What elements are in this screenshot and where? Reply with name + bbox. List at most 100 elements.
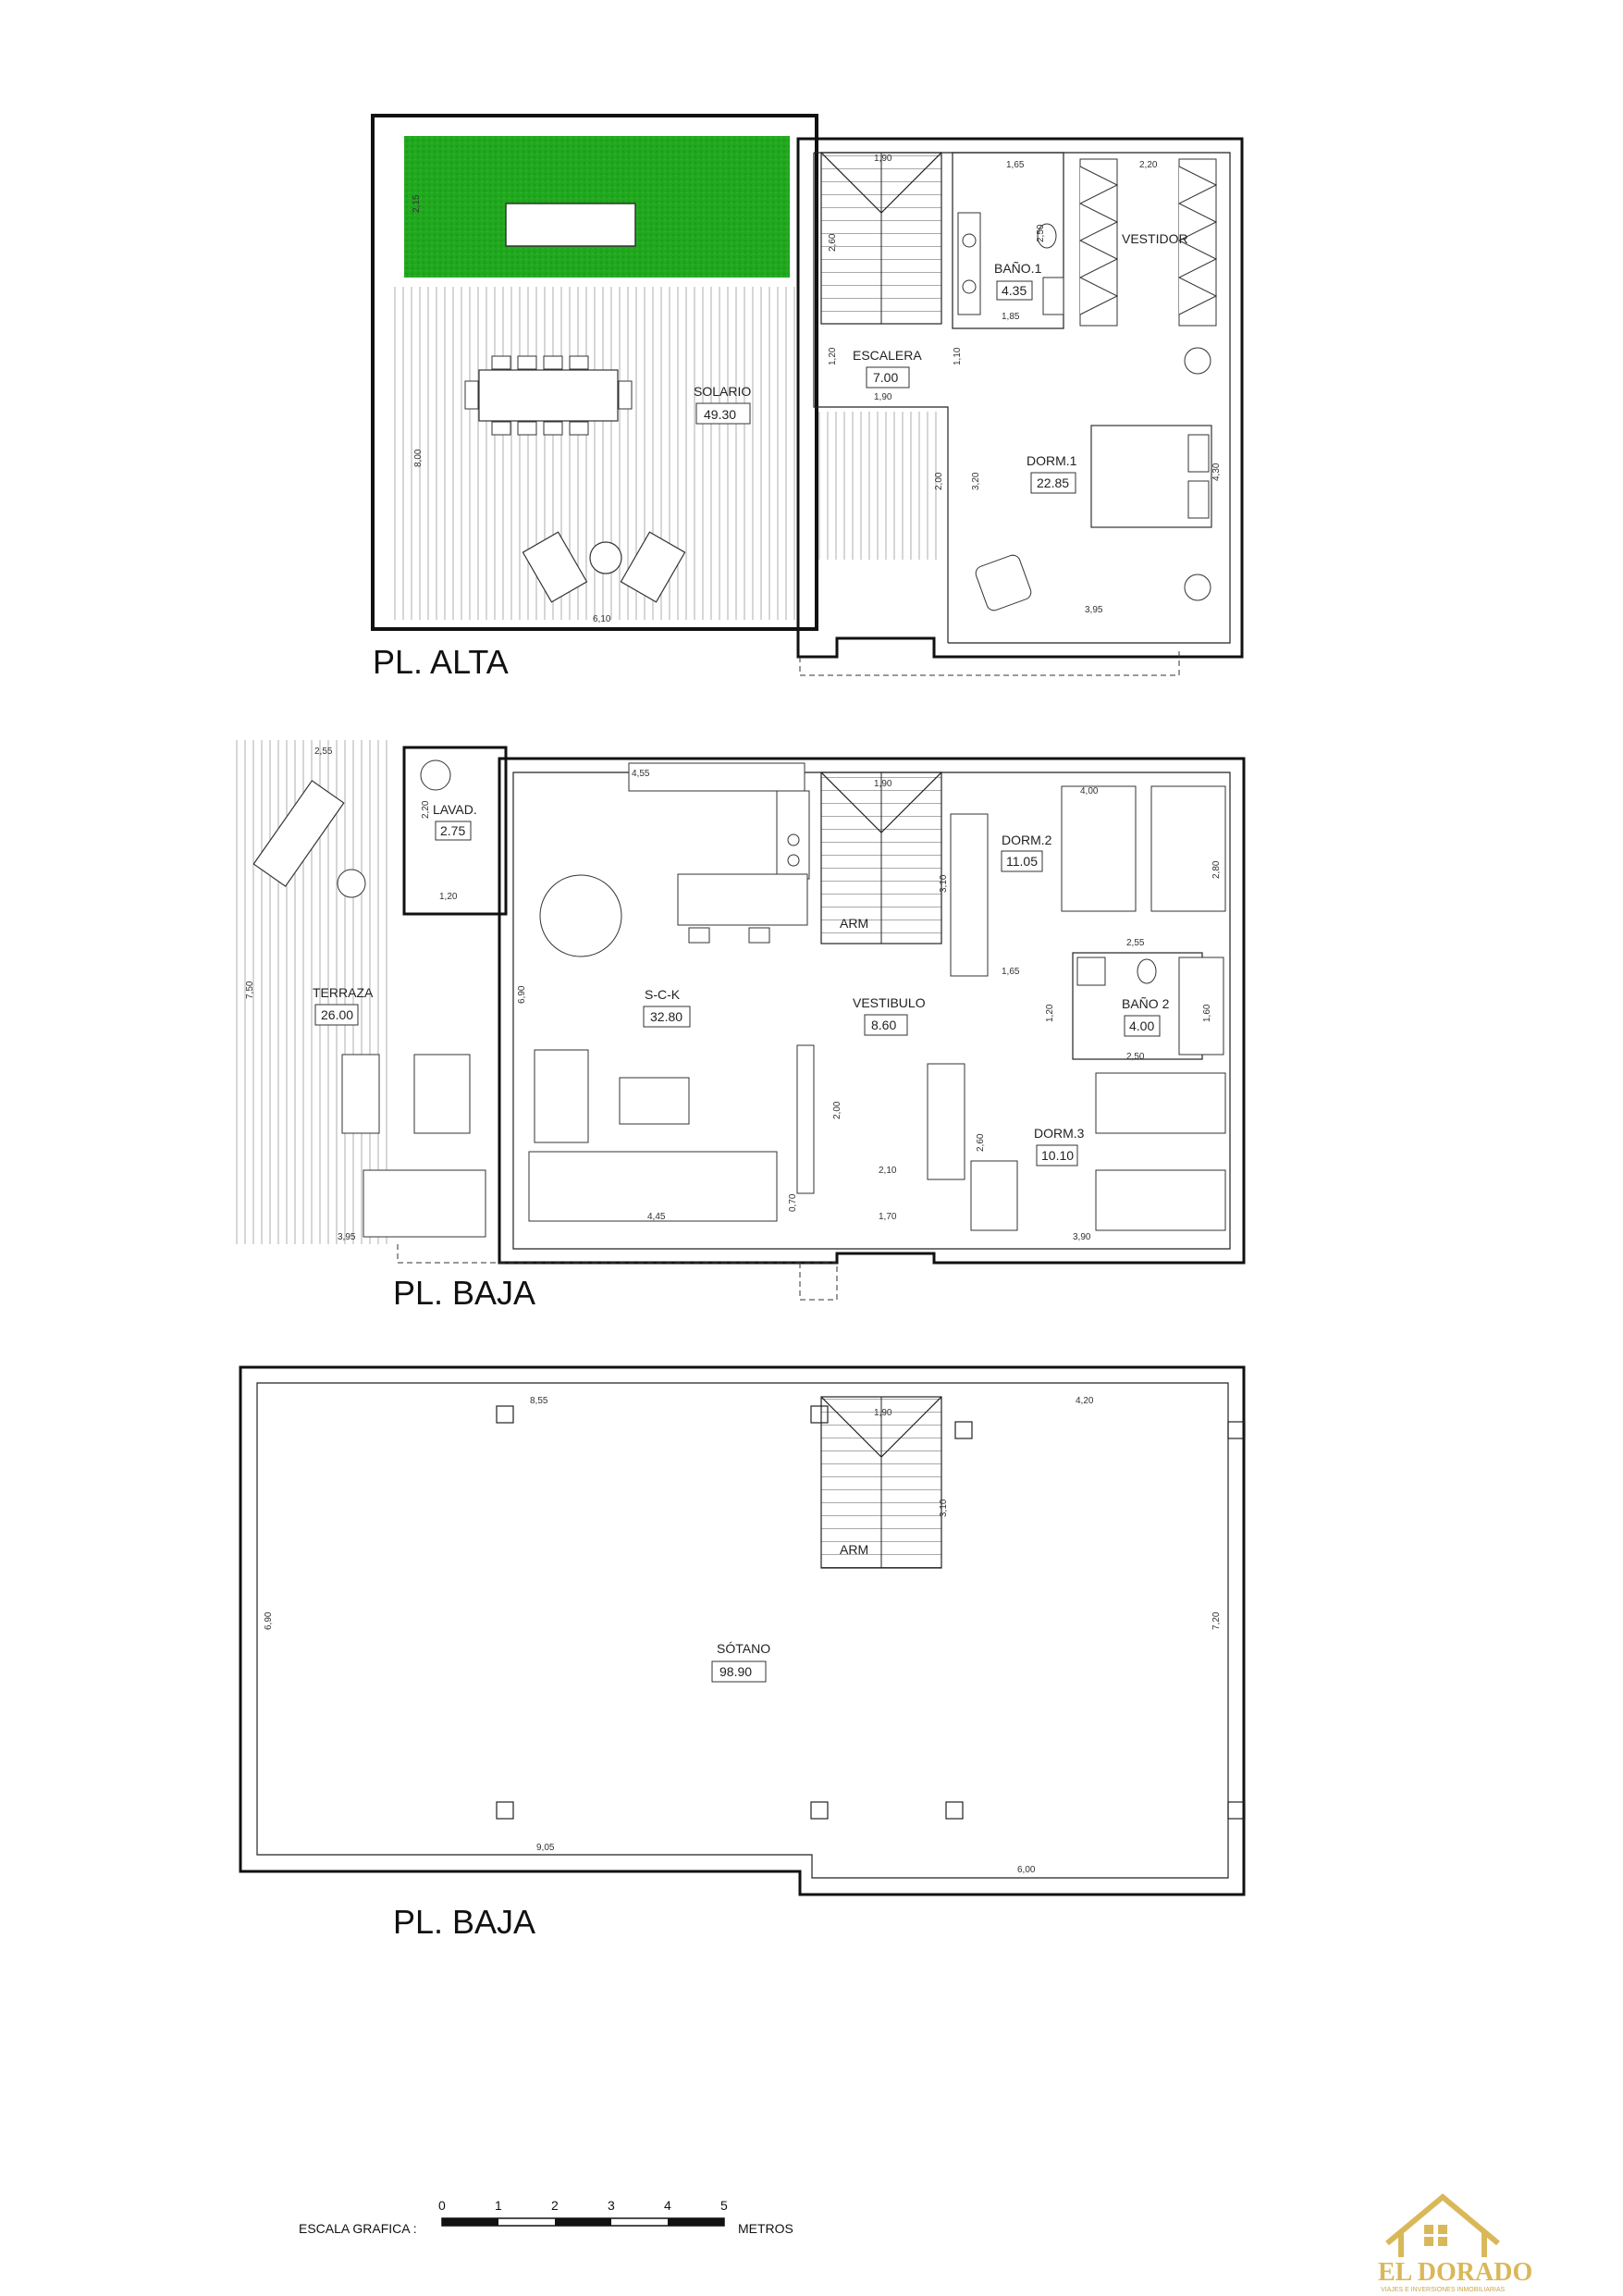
dorm1-area: 22.85 [1037,475,1069,490]
dim: 2,55 [1126,938,1145,948]
dim: 3,10 [939,1499,949,1517]
bano2-label: BAÑO 2 [1122,996,1170,1011]
dining-table [478,369,619,422]
armchair [975,554,1032,611]
bano2-area-box [1124,1015,1161,1037]
wardrobe-dorm3 [927,1063,965,1180]
dim: 4,45 [647,1212,666,1222]
alta-projection [799,648,1180,676]
terraza-area-box [314,1004,359,1026]
planter [505,203,636,247]
sck-area: 32.80 [650,1009,682,1024]
dim: 7,20 [1211,1611,1222,1630]
dim: 2,15 [412,194,422,213]
bano1-room [952,152,1064,329]
escalera-label: ESCALERA [853,348,922,363]
scale-tick-5: 5 [720,2198,728,2213]
dim: 2,50 [1126,1052,1145,1062]
dim: 1,20 [828,347,838,365]
vestibulo-area-box [864,1014,908,1036]
logo-name: EL DORADO [1378,2258,1532,2287]
kitchen-island [677,873,808,926]
dim: 6,00 [1017,1865,1036,1875]
armchair-sck [534,1049,589,1143]
plan-sotano: SÓTANO 98.90 ARM 8,55 1,90 4,20 3,10 6,9… [239,1365,1246,1941]
bano1-area-box [996,280,1033,301]
dim: 1,10 [953,347,963,365]
dorm3-label: DORM.3 [1034,1126,1085,1141]
el-dorado-logo: EL DORADO VIAJES E INVERSIONES INMOBILIA… [1378,2193,1532,2293]
dim: 1,85 [1002,312,1020,322]
solario-outline [371,114,818,631]
dim: 2,00 [934,472,944,490]
dim: 2,80 [1211,860,1222,879]
scale-label: ESCALA GRAFICA : [299,2221,417,2236]
lavad-area-box [435,821,472,841]
title-sotano: PL. BAJA [393,1903,535,1941]
alta-walls [796,137,1244,659]
dim: 6,90 [517,985,527,1004]
dorm3-area-box [1036,1144,1078,1167]
escalera-area: 7.00 [873,370,898,385]
solario-area-box [695,402,751,425]
sofa [528,1151,778,1222]
vestibulo-label: VESTIBULO [853,995,926,1010]
dim: 2,60 [976,1133,986,1152]
dim: 3,90 [1073,1232,1091,1242]
terrace-sofa-a [341,1054,380,1134]
dim: 1,90 [874,779,892,789]
terraza-area: 26.00 [321,1007,353,1022]
dim: 3,95 [1085,605,1103,615]
dim: 1,90 [874,392,892,402]
lavad-area: 2.75 [440,823,465,838]
dim: 6,10 [593,614,611,624]
arm-baja-label: ARM [840,916,868,931]
title-baja: PL. BAJA [393,1274,535,1312]
sck-label: S-C-K [645,987,681,1002]
dim: 2,20 [421,800,431,819]
dim: 3,95 [338,1232,356,1242]
dim: 3,20 [971,472,981,490]
sotano-walls [239,1365,1246,1896]
wardrobe-dorm2 [950,813,989,977]
scale-tick-3: 3 [608,2198,615,2213]
lounge-set [522,531,686,603]
dim: 8,00 [413,449,424,467]
dim: 4,55 [632,769,650,779]
round-table [539,874,622,957]
sck-area-box [643,1006,691,1028]
tv-unit [796,1044,815,1194]
dim: 4,00 [1080,786,1099,796]
bano1-label: BAÑO.1 [994,261,1042,276]
balcony-deck [814,412,943,560]
kitchen-counter [628,762,805,792]
sotano-label: SÓTANO [717,1641,770,1656]
arm-sotano-label: ARM [840,1542,868,1557]
coffee-table [619,1077,690,1125]
dim: 0,70 [788,1193,798,1212]
scale-tick-0: 0 [438,2198,446,2213]
dim: 1,20 [439,892,458,902]
bano2-area: 4.00 [1129,1018,1154,1033]
dim: 3,10 [939,874,949,893]
lavad-room [402,746,508,916]
scale-tick-2: 2 [551,2198,559,2213]
escalera-area-box [866,366,910,389]
dim: 1,60 [1202,1004,1212,1022]
dim: 1,65 [1006,160,1025,170]
dorm2-area-box [1001,850,1043,872]
washer [420,759,451,791]
bed-dorm2-b [1150,785,1226,912]
logo-tagline: VIAJES E INVERSIONES INMOBILIARIAS [1381,2287,1506,2293]
dim: 1,90 [874,154,892,164]
graphic-scale: ESCALA GRAFICA : 0 1 2 3 4 5 METROS [299,2198,793,2236]
title-alta: PL. ALTA [373,643,509,681]
lavad-label: LAVAD. [433,802,477,817]
dorm2-label: DORM.2 [1002,833,1052,847]
plan-alta: SOLARIO 49.30 BAÑO.1 4.35 [371,114,1244,681]
columns [496,1405,1246,1820]
bed-dorm3-a [1095,1072,1226,1134]
solario-area: 49.30 [704,407,736,422]
vestidor-label: VESTIDOR [1122,231,1188,246]
